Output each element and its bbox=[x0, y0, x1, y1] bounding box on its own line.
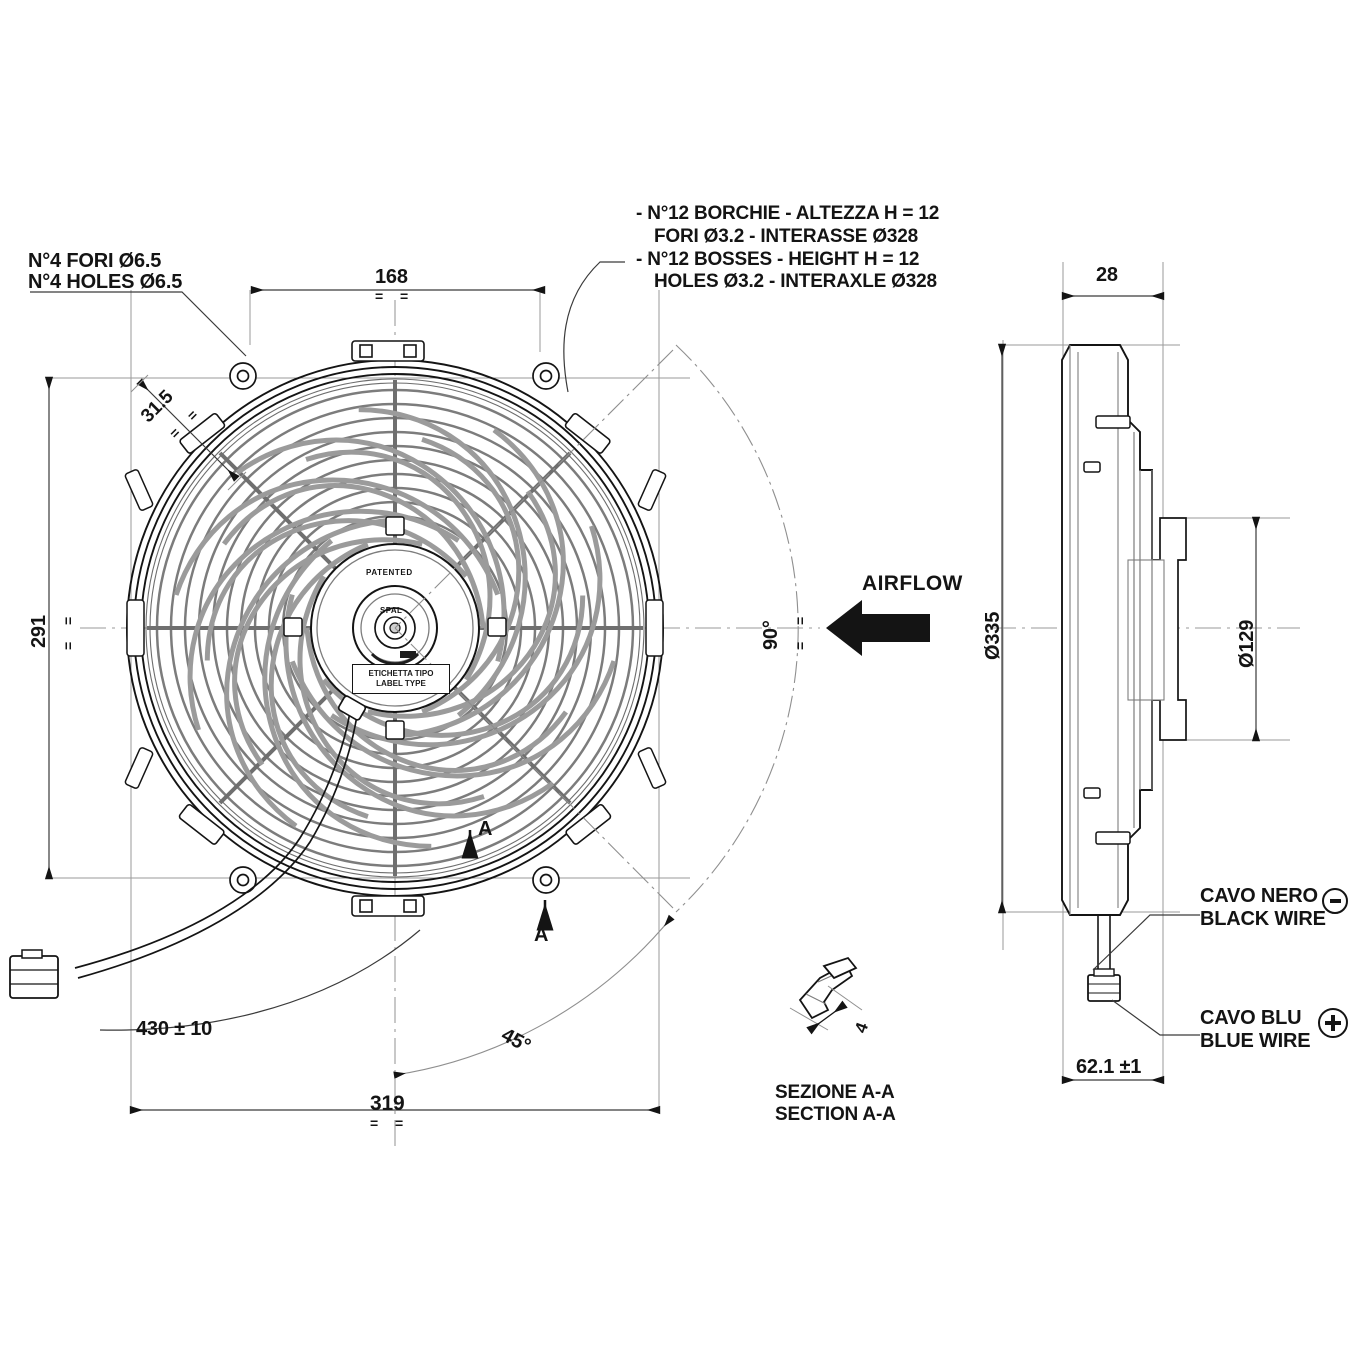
symmetry-mark-291: = = bbox=[60, 613, 76, 650]
dim-label-129: Ø129 bbox=[1236, 619, 1258, 668]
patented-text: PATENTED bbox=[366, 568, 413, 577]
symmetry-mark-90: = = bbox=[792, 613, 808, 650]
side-blade-lines bbox=[1133, 432, 1153, 828]
fan-blades bbox=[173, 407, 617, 849]
label-type-box: ETICHETTA TIPO LABEL TYPE bbox=[352, 664, 450, 694]
dim-430 bbox=[99, 929, 421, 1031]
dim-label-319: 319 bbox=[370, 1092, 405, 1115]
plus-polarity-icon bbox=[1318, 1008, 1348, 1038]
holes-note-line1: N°4 FORI Ø6.5 bbox=[28, 250, 162, 272]
section-mark-upper: A bbox=[478, 818, 493, 840]
section-mark-lower: A bbox=[534, 924, 549, 946]
cable-connector bbox=[9, 949, 59, 999]
black-wire-line1: CAVO NERO bbox=[1200, 885, 1318, 907]
dim-label-291: 291 bbox=[28, 615, 50, 648]
holes-note-line2: N°4 HOLES Ø6.5 bbox=[28, 271, 183, 293]
side-view bbox=[990, 262, 1300, 1085]
dim-label-62-1: 62.1 ±1 bbox=[1076, 1056, 1142, 1078]
section-detail bbox=[789, 956, 863, 1035]
bosses-note-line1: - N°12 BORCHIE - ALTEZZA H = 12 bbox=[636, 203, 940, 224]
dim-4 bbox=[806, 1000, 848, 1035]
side-lugs bbox=[1083, 415, 1131, 845]
symmetry-mark-319: = = bbox=[370, 1115, 407, 1131]
shroud-tabs bbox=[124, 469, 667, 789]
leader-lines bbox=[30, 261, 625, 393]
symmetry-mark-168: = = bbox=[375, 288, 412, 304]
minus-polarity-icon bbox=[1322, 888, 1348, 914]
power-cable bbox=[74, 695, 367, 979]
label-type-line2: LABEL TYPE bbox=[376, 679, 426, 688]
dim-label-28: 28 bbox=[1096, 264, 1118, 286]
hub-brand-text: SPAL bbox=[380, 606, 403, 615]
label-type-line1: ETICHETTA TIPO bbox=[368, 669, 434, 678]
dim-31-5 bbox=[130, 374, 247, 491]
bosses-note-line4: HOLES Ø3.2 - INTERAXLE Ø328 bbox=[654, 271, 937, 292]
bosses-note-line3: - N°12 BOSSES - HEIGHT H = 12 bbox=[636, 249, 920, 270]
section-label-line2: SECTION A-A bbox=[775, 1104, 896, 1125]
dim-label-90: 90° bbox=[760, 620, 782, 650]
section-markers bbox=[461, 830, 554, 931]
side-profile bbox=[1061, 344, 1161, 916]
blue-wire-line2: BLUE WIRE bbox=[1200, 1030, 1311, 1052]
guard-boss-markers bbox=[283, 516, 507, 740]
black-wire-line2: BLACK WIRE bbox=[1200, 908, 1326, 930]
airflow-label: AIRFLOW bbox=[862, 572, 963, 595]
airflow-arrow bbox=[826, 600, 930, 656]
dim-label-168: 168 bbox=[375, 266, 408, 288]
blue-wire-line1: CAVO BLU bbox=[1200, 1007, 1302, 1029]
section-label-line1: SEZIONE A-A bbox=[775, 1082, 895, 1103]
mounting-lugs bbox=[229, 362, 560, 894]
dim-label-430: 430 ± 10 bbox=[136, 1018, 213, 1040]
side-wire bbox=[1087, 915, 1121, 1002]
dim-label-335: Ø335 bbox=[982, 611, 1004, 660]
wire-leaders bbox=[1092, 914, 1200, 1036]
front-view bbox=[9, 261, 820, 1150]
bosses-note-line2: FORI Ø3.2 - INTERASSE Ø328 bbox=[654, 226, 919, 247]
